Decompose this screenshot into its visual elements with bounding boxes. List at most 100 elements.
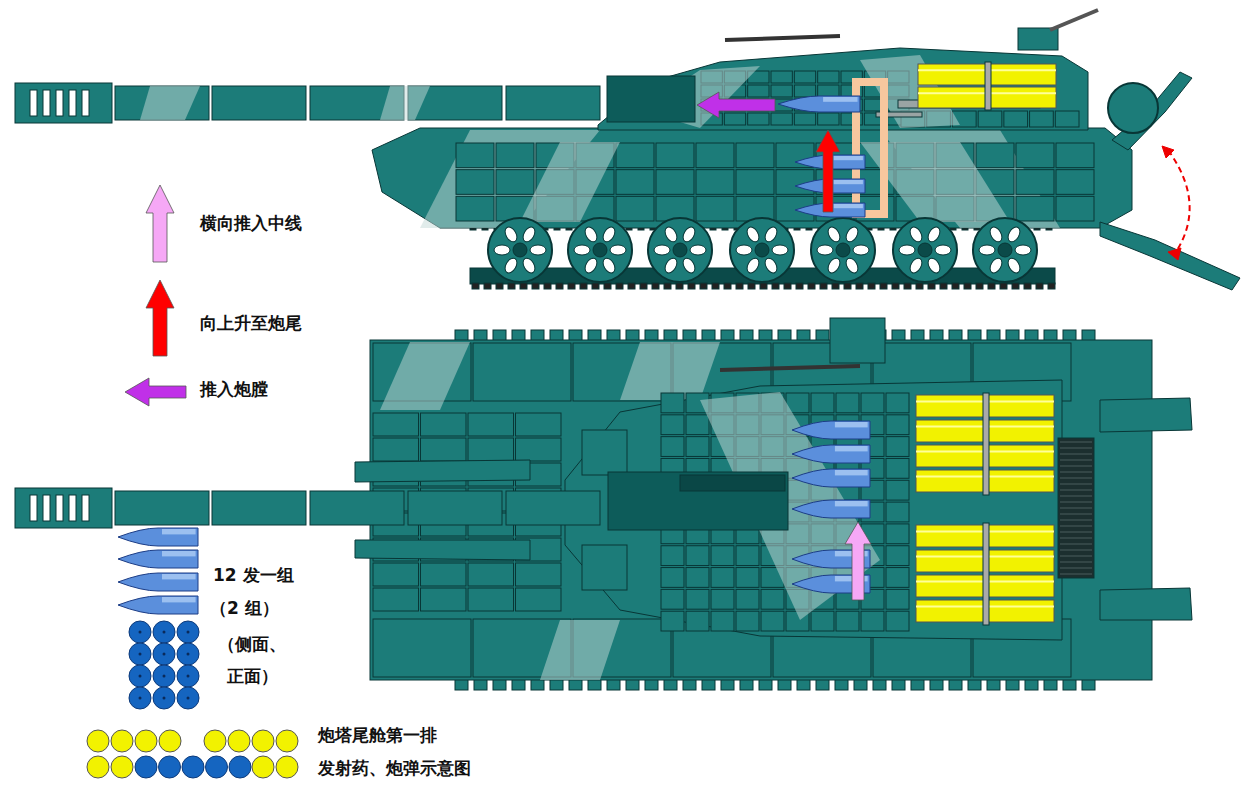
- machine-gun: [1050, 10, 1098, 30]
- grille-line: [1060, 568, 1092, 569]
- grille-line: [1060, 514, 1092, 515]
- shell-highlight: [162, 529, 196, 534]
- charge-end: [204, 730, 226, 752]
- side-skirt-block: [736, 143, 774, 168]
- track-tooth: [676, 283, 683, 289]
- track-tooth: [1036, 283, 1043, 289]
- front-block: [355, 460, 530, 482]
- shell-highlight: [835, 446, 868, 451]
- turret-top-block: [886, 480, 909, 500]
- turret-block: [818, 85, 839, 97]
- side-skirt-block: [736, 196, 774, 221]
- arc-head: [1168, 248, 1181, 260]
- wheel-hole: [899, 245, 915, 255]
- wheel-hole: [610, 245, 626, 255]
- muzzle-slot: [69, 495, 76, 521]
- charge-highlight: [916, 581, 984, 583]
- side-skirt-block: [976, 143, 1014, 168]
- track-tooth: [724, 283, 731, 289]
- track-tooth: [532, 283, 539, 289]
- side-skirt-block: [496, 143, 534, 168]
- side-skirt-block: [1056, 170, 1094, 195]
- wheel-hole: [503, 256, 520, 275]
- glacis-block: [373, 588, 419, 611]
- turret-top-block: [736, 589, 759, 609]
- turret-top-block: [886, 393, 909, 413]
- wheel-hole: [745, 225, 762, 244]
- wheel-hub: [755, 243, 769, 257]
- caption-label: 12 发一组: [213, 564, 294, 586]
- legend-text: 向上升至炮尾: [200, 312, 302, 334]
- shell: [778, 96, 860, 112]
- track-tooth: [1000, 283, 1007, 289]
- road-wheel: [488, 218, 552, 282]
- charge-end: [159, 730, 181, 752]
- charge-highlight: [988, 531, 1054, 533]
- track-tooth: [628, 283, 635, 289]
- wheel-hole: [654, 245, 670, 255]
- glacis-block: [373, 438, 419, 461]
- side-skirt-block: [1056, 196, 1094, 221]
- grille-line: [1060, 442, 1092, 443]
- hull-top: [370, 340, 1152, 680]
- side-skirt-block: [696, 196, 734, 221]
- propellant-charge: [988, 470, 1054, 492]
- propellant-charge: [916, 575, 984, 597]
- wheel-hole: [681, 256, 698, 275]
- charge-highlight: [988, 426, 1054, 428]
- propellant-charge: [988, 395, 1054, 417]
- track-tooth: [604, 283, 611, 289]
- side-skirt-block: [616, 170, 654, 195]
- wheel-hole: [494, 245, 510, 255]
- turret-top-block: [711, 546, 734, 566]
- wheel-hole: [530, 245, 546, 255]
- glacis-block: [516, 588, 562, 611]
- turret-top-block: [861, 393, 884, 413]
- track-tooth: [904, 283, 911, 289]
- turret-top-block: [886, 502, 909, 522]
- wheel-hole: [853, 245, 869, 255]
- turret-top-block: [861, 611, 884, 631]
- turret-block: [771, 113, 792, 125]
- wheel-hole: [817, 245, 833, 255]
- shell-end: [177, 621, 199, 643]
- shell-primer: [187, 653, 190, 656]
- turret-block: [1030, 111, 1054, 127]
- track-tooth: [964, 283, 971, 289]
- wheel-hole: [763, 256, 780, 275]
- shell-end: [159, 756, 181, 778]
- shell: [792, 421, 870, 439]
- track-tooth: [832, 283, 839, 289]
- breech-top: [680, 475, 785, 491]
- shell: [792, 445, 870, 463]
- shell-end: [153, 643, 175, 665]
- glacis-block: [468, 413, 514, 436]
- camouflage-patch: [380, 342, 470, 410]
- wheel-hole: [935, 245, 951, 255]
- shell-primer: [187, 697, 190, 700]
- traverse-arrow: [845, 522, 871, 600]
- shell-highlight: [162, 551, 196, 556]
- side-skirt-block: [616, 143, 654, 168]
- shell-end: [229, 756, 251, 778]
- shell-primer: [163, 653, 166, 656]
- wheel-hole: [772, 245, 788, 255]
- charge-highlight: [918, 92, 986, 94]
- grille-line: [1060, 466, 1092, 467]
- glacis-block: [468, 563, 514, 586]
- wheel-hub: [673, 243, 687, 257]
- wheel-hole: [583, 225, 600, 244]
- glacis-block: [516, 438, 562, 461]
- charge-highlight: [916, 451, 984, 453]
- antenna-rail: [720, 366, 860, 370]
- turret-top-block: [886, 437, 909, 457]
- shell: [118, 596, 198, 614]
- charge-highlight: [916, 476, 984, 478]
- shell-highlight: [834, 204, 863, 208]
- muzzle-slot: [30, 495, 37, 521]
- propellant-charge: [916, 470, 984, 492]
- wheel-hole: [908, 225, 925, 244]
- shell-highlight: [823, 97, 857, 102]
- turret-top-block: [661, 611, 684, 631]
- road-wheel: [893, 218, 957, 282]
